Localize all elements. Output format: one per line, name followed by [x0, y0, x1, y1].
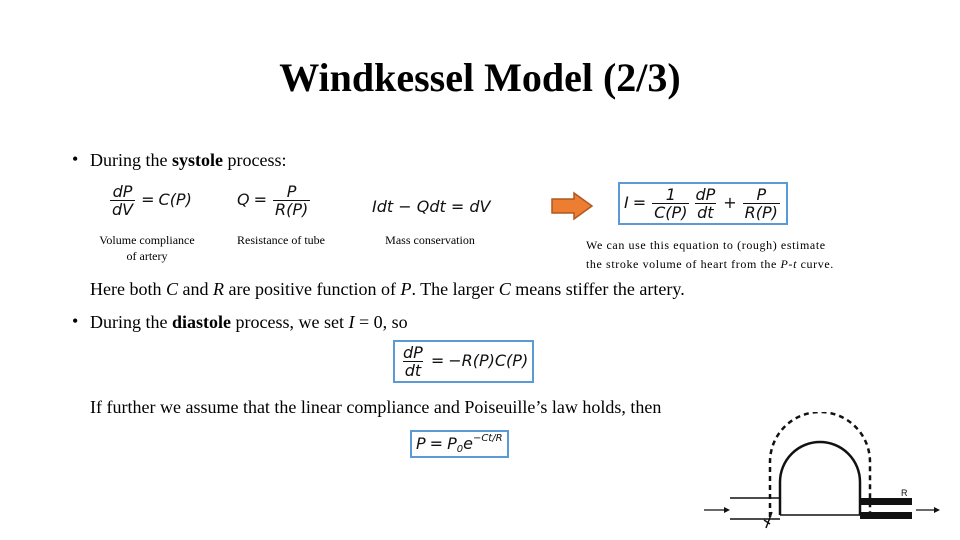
- s1-d: are positive function of: [224, 279, 401, 299]
- compliance-caption: Volume compliance of artery: [86, 232, 208, 264]
- expanded-chamber-dashed: [768, 412, 872, 517]
- s1-var-c: C: [165, 279, 178, 299]
- compliance-numerator: dP: [112, 182, 133, 201]
- s1-a: Here both: [90, 279, 166, 299]
- valve-mark: [763, 519, 771, 525]
- systole-prefix: During the: [90, 150, 172, 170]
- s1-var-c2: C: [498, 279, 511, 299]
- diastole-var-i: I: [348, 312, 355, 332]
- slide-title: Windkessel Model (2/3): [279, 55, 681, 100]
- diastole-suffix: = 0, so: [354, 312, 408, 332]
- estimation-note-line2: the stroke volume of heart from the P-t …: [586, 255, 834, 274]
- valve-flap: [765, 511, 773, 529]
- right-arrow-icon: [551, 191, 594, 221]
- windkessel-diagram: R: [704, 412, 940, 529]
- s1-var-r: R: [213, 279, 224, 299]
- compliance-caption-line1: Volume compliance: [99, 233, 195, 247]
- resistance-label: R: [901, 488, 908, 498]
- estimation-note-line1: We can use this equation to (rough) esti…: [586, 238, 826, 252]
- note-text-a: the stroke volume of heart from the: [586, 257, 781, 271]
- diastole-word: diastole: [171, 312, 231, 332]
- exp-exponent: −Ct/R: [472, 433, 503, 444]
- combined-num-2: dP: [695, 185, 716, 204]
- systole-word: systole: [171, 150, 223, 170]
- diastole-rhs: −R(P)C(P): [448, 351, 529, 370]
- s1-f: means stiffer the artery.: [510, 279, 685, 299]
- resistance-numerator: P: [286, 182, 297, 201]
- resistance-lhs: Q: [237, 190, 250, 209]
- chamber-outline: [778, 440, 862, 515]
- positive-function-sentence: Here both C and R are positive function …: [90, 279, 685, 300]
- combined-lhs: I: [624, 193, 629, 212]
- s1-var-p: P: [400, 279, 412, 299]
- bullet-marker: •: [72, 149, 79, 169]
- combined-num-1: 1: [665, 185, 676, 204]
- poiseuille-sentence: If further we assume that the linear com…: [90, 397, 662, 417]
- note-text-b: curve.: [797, 257, 834, 271]
- combined-den-1: C(P): [652, 203, 690, 222]
- compliance-caption-line2: of artery: [126, 249, 168, 263]
- s1-b: and: [178, 279, 213, 299]
- compliance-denominator: dV: [110, 200, 136, 219]
- outflow-arrow-head: [934, 507, 940, 513]
- resistance-denominator: R(P): [273, 200, 311, 219]
- outlet-resistance-bottom: [860, 512, 912, 519]
- bullet-marker: •: [72, 311, 79, 331]
- combined-den-3: R(P): [742, 203, 780, 222]
- systole-suffix: process:: [222, 150, 287, 170]
- compliance-rhs: C(P): [158, 190, 192, 209]
- diastole-mid: process, we set: [231, 312, 349, 332]
- exponential-equation-box: P=P0e−Ct/R: [410, 430, 509, 458]
- diastole-bullet: During the diastole process, we set I = …: [90, 312, 408, 333]
- diastole-numerator: dP: [403, 343, 423, 362]
- inflow-arrow-head: [724, 507, 730, 513]
- exp-base: P: [447, 434, 457, 453]
- combined-den-2: dt: [695, 203, 716, 222]
- resistance-caption: Resistance of tube: [237, 233, 325, 247]
- diastole-denominator: dt: [402, 361, 424, 380]
- outlet-resistance-top: [860, 498, 912, 505]
- note-variable: P-t: [780, 257, 798, 271]
- combined-num-3: P: [756, 185, 767, 204]
- mass-caption: Mass conservation: [385, 233, 475, 247]
- mass-conservation-equation: Idt − Qdt = dV: [372, 197, 491, 216]
- exp-e: e: [463, 434, 473, 453]
- systole-bullet: During the systole process:: [90, 150, 286, 171]
- s1-e: . The larger: [411, 279, 499, 299]
- exp-subscript: 0: [456, 444, 464, 455]
- estimation-note: We can use this equation to (rough) esti…: [586, 236, 834, 274]
- diastole-prefix: During the: [90, 312, 172, 332]
- exp-lhs: P: [416, 434, 426, 453]
